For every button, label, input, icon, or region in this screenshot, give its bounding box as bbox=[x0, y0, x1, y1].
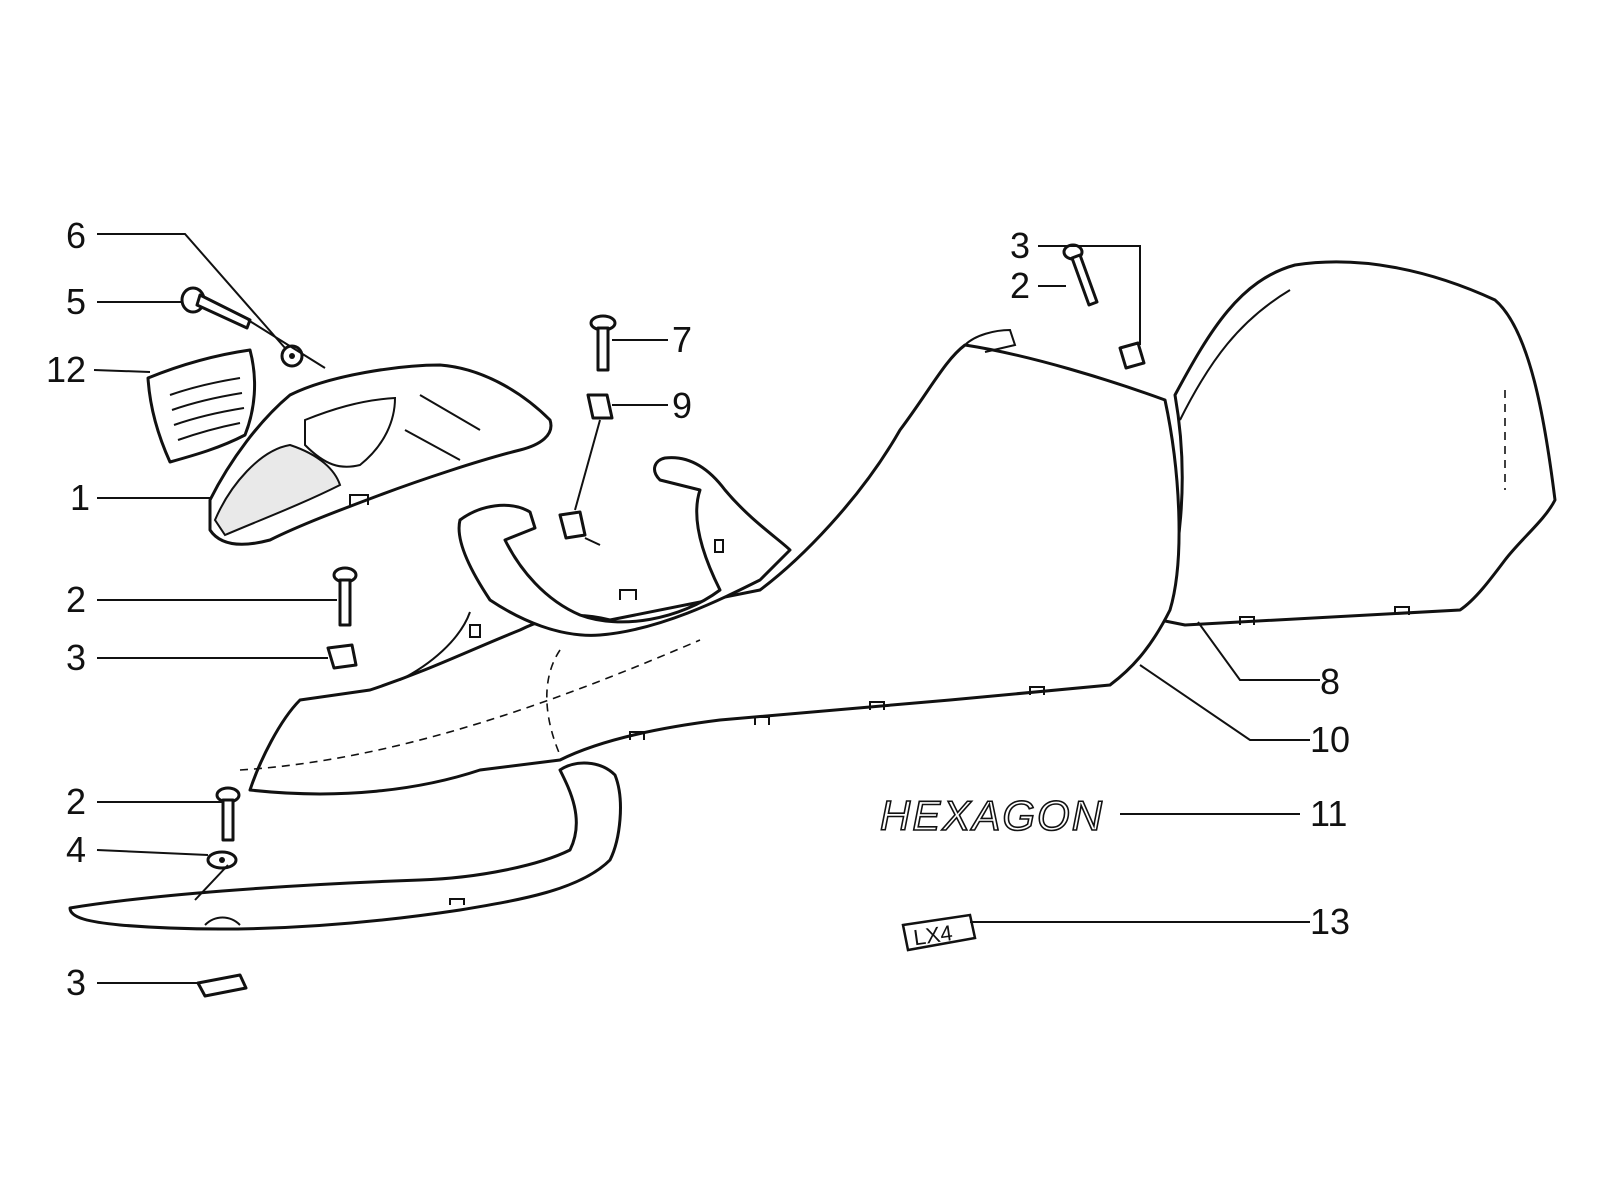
part-1-front-panel bbox=[208, 363, 553, 546]
callout-9: 9 bbox=[672, 385, 693, 426]
logo-text: HEXAGON bbox=[880, 792, 1104, 839]
part-13-lx4-badge: LX4 bbox=[901, 913, 977, 952]
fastener-6-washer bbox=[280, 344, 304, 368]
fastener-9-clip bbox=[558, 393, 614, 546]
part-12-grille bbox=[146, 348, 257, 464]
callout-13: 13 bbox=[1310, 901, 1351, 942]
part-10-main-body bbox=[239, 328, 1181, 796]
fastener-2c-screw bbox=[1062, 243, 1099, 307]
footboard-panel bbox=[68, 761, 622, 931]
callout-2: 2 bbox=[66, 579, 87, 620]
fastener-3c-clip bbox=[1118, 341, 1146, 370]
callout-8: 8 bbox=[1320, 661, 1341, 702]
callout-4: 4 bbox=[66, 829, 87, 870]
fastener-7-screw bbox=[589, 314, 617, 372]
callout-2: 2 bbox=[1010, 265, 1031, 306]
callout-12: 12 bbox=[46, 349, 87, 390]
callout-5: 5 bbox=[66, 281, 87, 322]
callout-11: 11 bbox=[1310, 793, 1348, 834]
fastener-4-washer bbox=[206, 850, 238, 870]
fastener-2a-screw bbox=[332, 566, 358, 627]
callout-7: 7 bbox=[672, 319, 693, 360]
callout-3: 3 bbox=[66, 962, 87, 1003]
part-8-rear-cover bbox=[1158, 260, 1557, 627]
callout-2: 2 bbox=[66, 781, 87, 822]
fastener-3a-clip bbox=[326, 643, 358, 670]
fastener-5-bolt bbox=[180, 286, 252, 330]
callout-6: 6 bbox=[66, 215, 87, 256]
callout-1: 1 bbox=[70, 477, 91, 518]
callout-10: 10 bbox=[1310, 719, 1351, 760]
part-11-hexagon-logo: HEXAGON bbox=[879, 791, 1104, 840]
leader-lines bbox=[93, 233, 1320, 984]
badge-text: LX4 bbox=[912, 920, 954, 950]
callout-3: 3 bbox=[1010, 225, 1031, 266]
callout-3: 3 bbox=[66, 637, 87, 678]
inner-frame bbox=[399, 456, 792, 681]
fastener-3b-clip bbox=[196, 973, 248, 998]
fastener-2b-screw bbox=[215, 786, 241, 842]
